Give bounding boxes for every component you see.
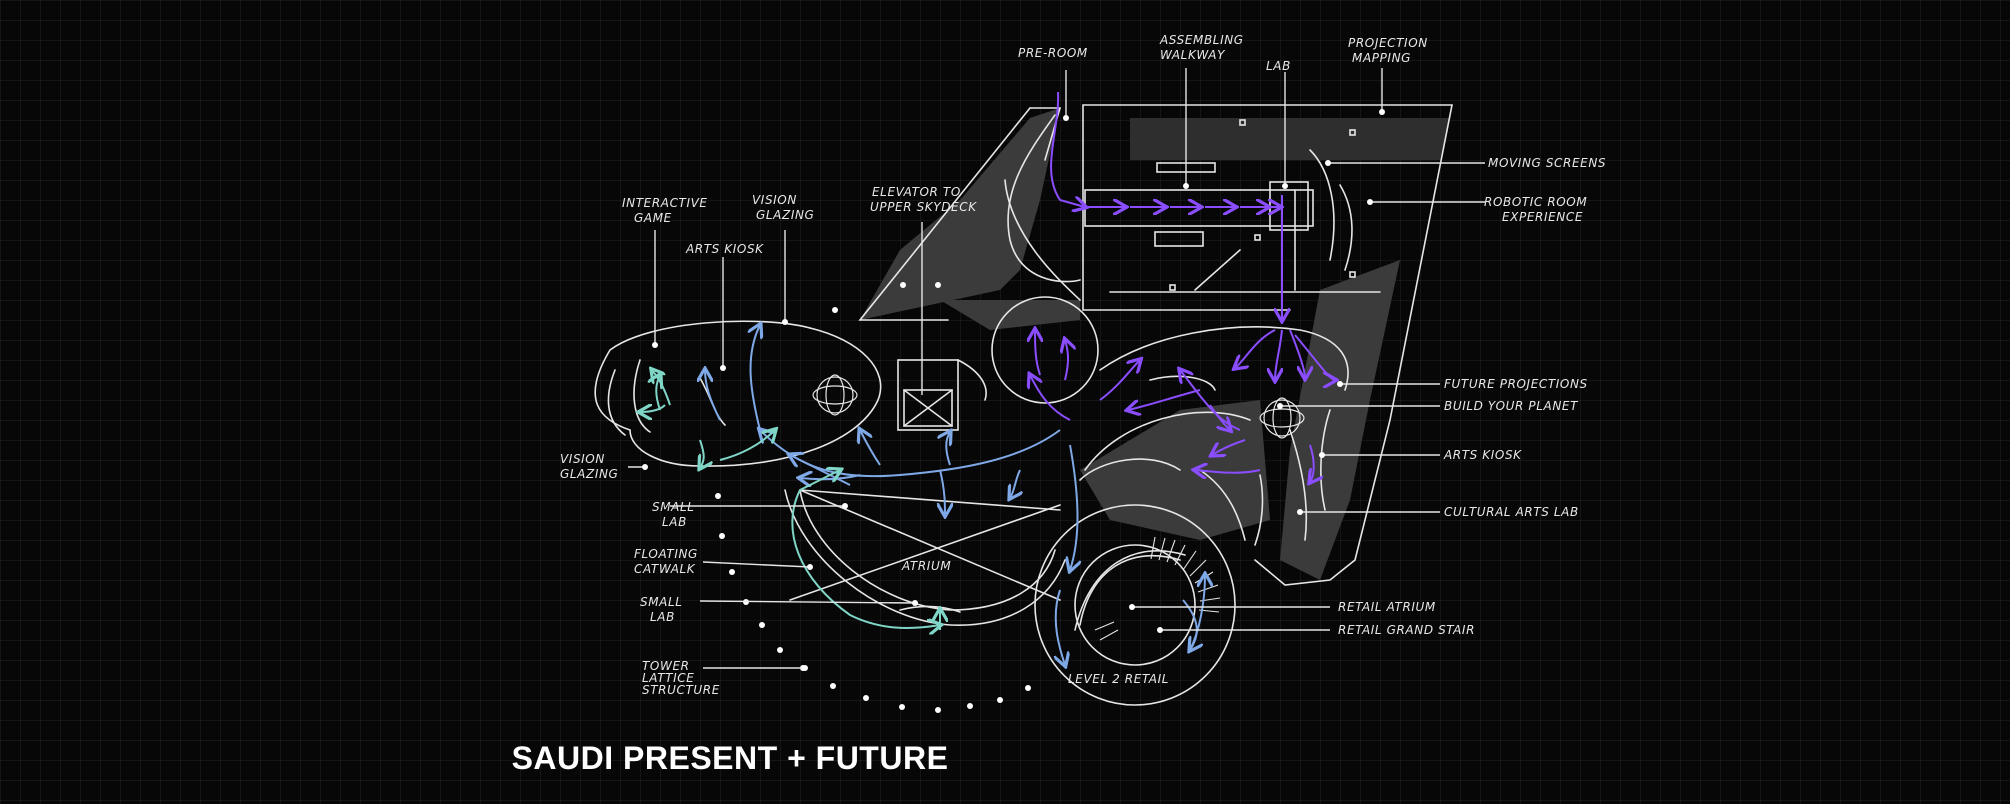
leader-dots	[642, 109, 1385, 671]
label-pre-room: PRE-ROOM	[1018, 46, 1088, 60]
label-interactive-game: INTERACTIVE GAME	[622, 196, 712, 225]
leader-lines	[628, 68, 1485, 669]
label-small-lab-2: SMALL LAB	[640, 595, 687, 624]
label-assembling-walkway: ASSEMBLING WALKWAY	[1159, 33, 1248, 62]
label-arts-kiosk-left: ARTS KIOSK	[685, 242, 764, 256]
label-small-lab-1: SMALL LAB	[652, 500, 699, 529]
label-level2-retail: LEVEL 2 RETAIL	[1068, 672, 1169, 686]
lattice-dots	[715, 282, 1031, 713]
label-retail-atrium: RETAIL ATRIUM	[1338, 600, 1436, 614]
circulation-purple	[1030, 91, 1335, 482]
label-atrium: ATRIUM	[901, 559, 951, 573]
floor-fill	[860, 108, 1450, 580]
label-elevator: ELEVATOR TO UPPER SKYDECK	[870, 185, 977, 214]
label-projection-mapping: PROJECTION MAPPING	[1348, 36, 1432, 65]
label-arts-kiosk-right: ARTS KIOSK	[1443, 448, 1522, 462]
label-cultural-arts-lab: CULTURAL ARTS LAB	[1444, 505, 1579, 519]
grand-stair	[1094, 536, 1221, 641]
label-lab: LAB	[1266, 59, 1291, 73]
label-floating-catwalk: FLOATING CATWALK	[634, 547, 702, 576]
label-retail-grand-stair: RETAIL GRAND STAIR	[1338, 623, 1475, 637]
plan-walls	[594, 104, 1453, 706]
circulation-blue	[705, 325, 1205, 665]
label-future-projections: FUTURE PROJECTIONS	[1444, 377, 1588, 391]
label-tower-lattice-structure: TOWER LATTICE STRUCTURE	[642, 659, 720, 697]
globe-icon	[812, 374, 1305, 439]
circulation-teal	[640, 370, 940, 630]
label-robotic-room-experience: ROBOTIC ROOM EXPERIENCE	[1484, 195, 1592, 224]
label-vision-glazing-top: VISION GLAZING	[752, 193, 814, 222]
label-build-your-planet: BUILD YOUR PLANET	[1444, 399, 1579, 413]
page-title: SAUDI PRESENT + FUTURE	[511, 740, 949, 776]
diagram-labels: PRE-ROOM ASSEMBLING WALKWAY LAB PROJECTI…	[560, 33, 1606, 697]
label-moving-screens: MOVING SCREENS	[1488, 156, 1606, 170]
label-vision-glazing-left: VISION GLAZING	[560, 452, 618, 481]
